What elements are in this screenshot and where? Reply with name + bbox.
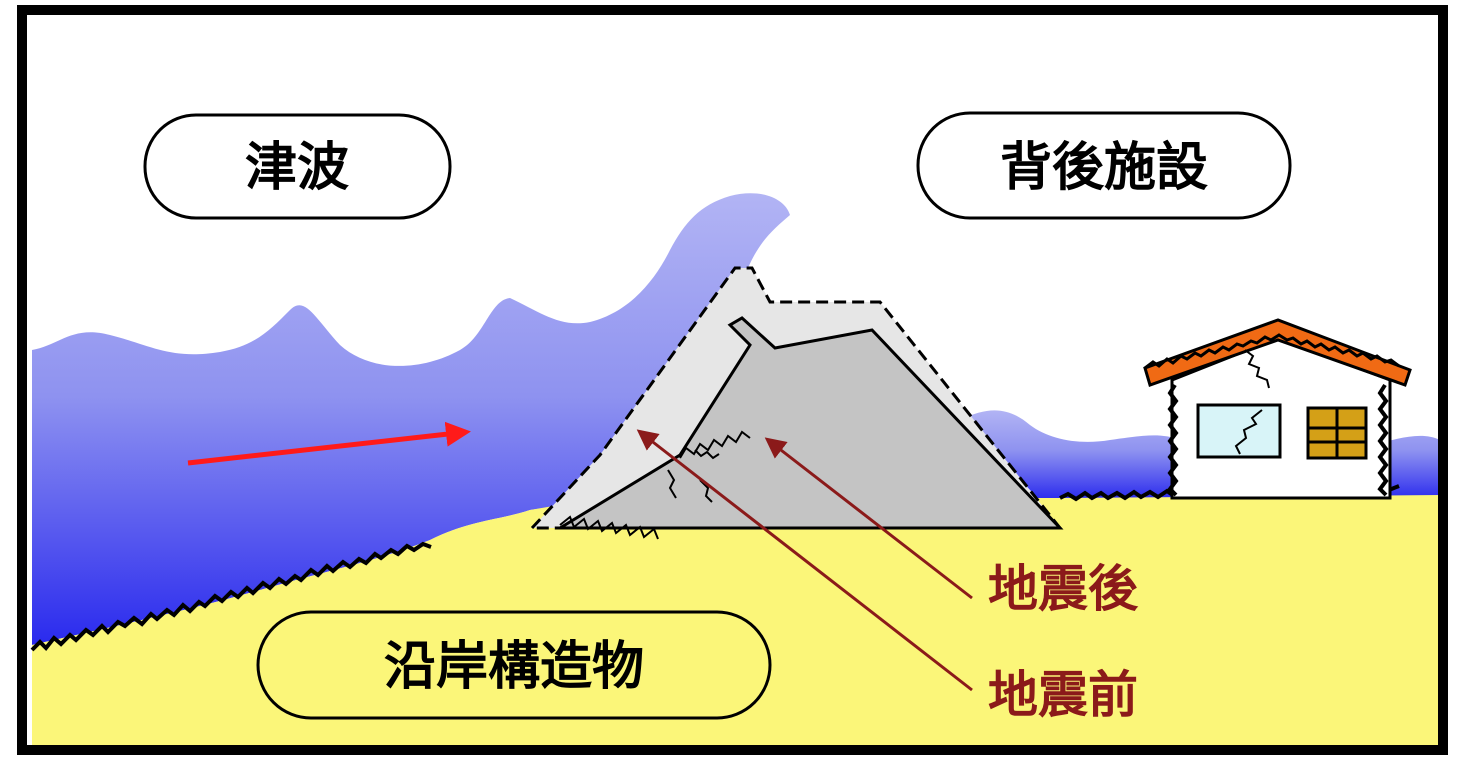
label-coastal-structure: 沿岸構造物 [256,610,772,720]
levee-inner-cracks [667,449,720,503]
backside-pill [916,111,1292,220]
window-crack [1234,409,1263,455]
tsunami-pill [143,113,452,220]
pointer-arrow-before [636,429,973,692]
coastal-pill [256,610,772,720]
house-post-left [1167,383,1179,497]
tsunami-text: 津波 [245,138,349,198]
diagram-frame [17,5,1448,755]
roof-wiggle [1144,333,1400,370]
label-tsunami: 津波 [143,113,452,220]
backside-text: 背後施設 [1000,138,1208,198]
house-window [1196,403,1282,459]
label-before-earthquake: 地震前 [988,666,1138,724]
levee-face-cracks [559,430,751,540]
label-backside-facilities: 背後施設 [916,111,1292,220]
house-roof [1143,318,1412,387]
label-after-earthquake: 地震後 [988,560,1139,618]
coastal-text: 沿岸構造物 [384,637,644,697]
tsunami-flow-arrow [187,421,471,466]
pointer-arrow-after [764,437,973,600]
tsunami-wave [32,193,790,645]
house-post-right [1377,383,1389,497]
house [1143,318,1412,500]
levee-after-earthquake [554,316,1064,530]
door-panels [1308,408,1366,458]
wall-crack [1244,349,1270,389]
